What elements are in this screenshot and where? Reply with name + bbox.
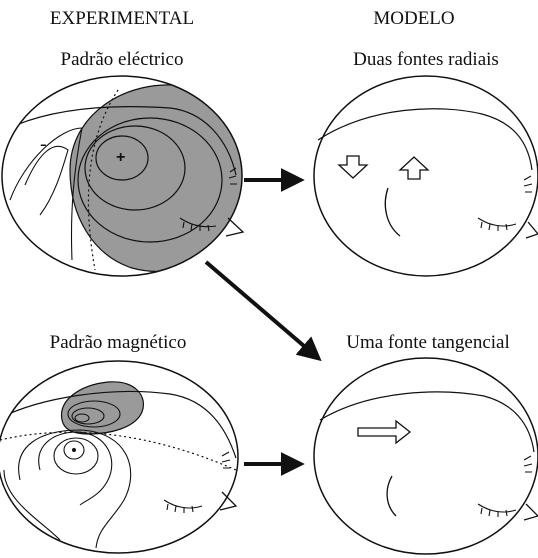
ear-mark xyxy=(387,476,396,516)
negative-symbol: - xyxy=(40,133,47,155)
eye-lashes xyxy=(164,500,202,513)
head-magnetic-pattern xyxy=(0,361,238,553)
ear-mark xyxy=(385,188,400,236)
nose xyxy=(526,222,538,238)
arrow-electric-to-tangential xyxy=(206,262,318,358)
head-outline xyxy=(314,76,538,276)
radial-source-up-arrow xyxy=(400,157,428,179)
head-outline xyxy=(314,358,538,554)
magnetic-contour-2 xyxy=(54,438,98,474)
tangential-source-arrow xyxy=(358,421,410,443)
positive-shaded-region xyxy=(70,85,243,272)
head-two-radial-sources xyxy=(314,76,538,276)
magnetic-contour-3 xyxy=(39,432,112,505)
negative-contour-1 xyxy=(25,146,68,215)
radial-source-down-arrow xyxy=(339,156,367,178)
eye-lashes xyxy=(478,218,516,231)
head-one-tangential-source xyxy=(314,358,538,554)
head-electric-pattern: - + xyxy=(2,76,243,276)
nose xyxy=(524,504,538,520)
zero-line-dotted xyxy=(0,432,236,470)
magnetic-contour-4 xyxy=(19,430,131,548)
positive-symbol: + xyxy=(116,149,125,166)
eye-lashes xyxy=(478,504,516,517)
